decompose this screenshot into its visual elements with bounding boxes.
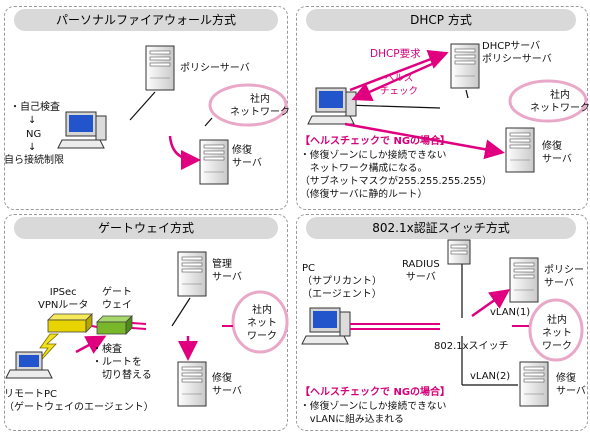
gateway-label: ゲート ウェイ — [102, 287, 132, 311]
header-dhcp: DHCP 方式 — [306, 9, 576, 31]
remote-pc-label: リモートPC （ゲートウェイのエージェント） — [4, 389, 154, 413]
header-gateway: ゲートウェイ方式 — [14, 217, 278, 239]
network-label: 社内 ネットワーク — [230, 94, 290, 118]
repair-server-label: 修復 サーバ — [556, 373, 586, 397]
policy-server-label: ポリシーサーバ — [180, 63, 250, 74]
vlan1-label: vLAN(1) — [490, 307, 531, 318]
header-personal-firewall: パーソナルファイアウォール方式 — [14, 9, 278, 31]
network-label: 社内 ネットワーク — [530, 90, 590, 114]
arrow-step: ↓ — [28, 115, 37, 126]
repair-server-label: 修復 サーバ — [232, 145, 262, 169]
switch-label: 802.1xスイッチ — [434, 341, 509, 352]
network-label: 社内 ネット ワーク — [247, 305, 277, 342]
repair-server-label: 修復 サーバ — [212, 373, 242, 397]
pc-supplicant-label: PC （サプリカント） （エージェント） — [302, 263, 382, 300]
repair-server-label: 修復 サーバ — [542, 141, 572, 165]
health-check-label: ヘルス チェック — [380, 73, 419, 97]
vlan2-label: vLAN(2) — [470, 371, 511, 382]
network-label: 社内 ネット ワーク — [542, 315, 572, 352]
ng-case-body: ・修復ゾーンにしか接続できない ネットワーク構成になる。 （サブネットマスクが2… — [300, 150, 492, 200]
arrow-step: ↓ — [28, 142, 37, 153]
ipsec-router-label: IPSec VPNルータ — [38, 287, 89, 311]
ng-case-heading: 【ヘルスチェックで NGの場合】 — [300, 136, 451, 147]
dhcp-request-label: DHCP要求 — [370, 48, 421, 60]
ng-case-heading: 【ヘルスチェックで NGの場合】 — [300, 387, 451, 398]
self-check-step: ・自己検査 — [10, 102, 60, 113]
policy-server-label: ポリシー サーバ — [544, 265, 584, 289]
ng-step: NG — [26, 129, 42, 140]
dhcp-policy-server-label: DHCPサーバ ポリシーサーバ — [482, 41, 552, 65]
inspect-label: ・検査 ・ルートを 切り替える — [92, 344, 152, 381]
radius-server-label: RADIUS サーバ — [402, 259, 440, 283]
self-restrict-step: 自ら接続制限 — [4, 155, 64, 166]
ng-case-body: ・修復ゾーンにしか接続できない vLANに組み込まれる — [300, 401, 447, 425]
management-server-label: 管理 サーバ — [212, 259, 242, 283]
header-8021x: 802.1x認証スイッチ方式 — [306, 217, 576, 239]
